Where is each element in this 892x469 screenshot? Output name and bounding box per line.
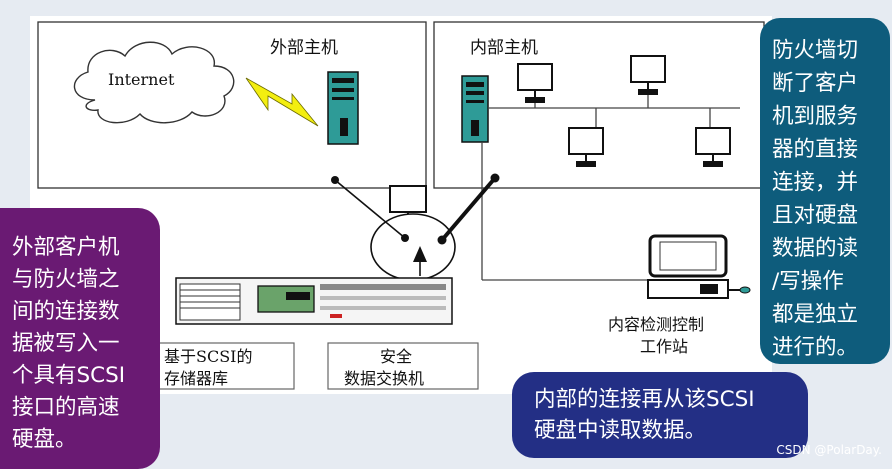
bottom-callout: 内部的连接再从该SCSI 硬盘中读取数据。 [512, 372, 808, 458]
external-link-dot [401, 234, 409, 242]
callout-line: /写操作 [772, 269, 844, 294]
external-link-line [334, 179, 406, 239]
callout-line: 外部客户机 [12, 235, 120, 260]
callout-line: 且对硬盘 [772, 203, 859, 228]
switch-label-box [327, 342, 479, 390]
internal-link-line [440, 176, 497, 242]
callout-line: 数据的读 [772, 236, 859, 261]
workstation-label-line2: 工作站 [640, 337, 688, 356]
callout-line: 间的连接数 [12, 299, 120, 324]
callout-line: 接口的高速 [12, 395, 120, 420]
watermark-credit: CSDN @PolarDay. [776, 443, 882, 457]
callout-line: 防火墙切 [772, 38, 859, 63]
callout-line: 器的直接 [772, 137, 859, 162]
external-server-icon [327, 71, 359, 145]
callout-line: 连接，并 [772, 170, 859, 195]
lightning-bolt-icon [245, 77, 319, 127]
internal-network-lines [481, 94, 740, 281]
external-host-label: 外部主机 [270, 38, 338, 58]
internal-server-icon [461, 75, 489, 143]
internal-link-dot [490, 173, 500, 183]
left-callout: 外部客户机 与防火墙之 间的连接数 据被写入一 个具有SCSI 接口的高速 硬盘… [0, 208, 160, 469]
switch-label-line2: 数据交换机 [344, 369, 424, 388]
internet-label: Internet [108, 70, 175, 89]
client-monitor-icon [695, 127, 731, 167]
callout-line: 机到服务 [772, 104, 859, 129]
switch-ellipse [370, 213, 456, 281]
callout-line: 个具有SCSI [12, 363, 126, 388]
internal-host-label: 内部主机 [470, 38, 538, 58]
callout-line: 硬盘中读取数据。 [534, 418, 707, 443]
client-monitor-icon [568, 127, 604, 167]
client-monitor-icon [630, 55, 666, 95]
callout-line: 与防火墙之 [12, 267, 120, 292]
workstation-label-line1: 内容检测控制 [608, 315, 704, 334]
callout-line: 内部的连接再从该SCSI [534, 387, 755, 412]
workstation-icon [647, 234, 751, 299]
right-callout: 防火墙切 断了客户 机到服务 器的直接 连接，并 且对硬盘 数据的读 /写操作 … [760, 18, 890, 364]
external-zone-box [37, 21, 427, 189]
callout-line: 断了客户 [772, 71, 859, 96]
callout-line: 进行的。 [772, 335, 859, 360]
external-link-dot [331, 176, 339, 184]
storage-label-line2: 存储器库 [164, 369, 228, 388]
switch-label-line1: 安全 [380, 347, 412, 366]
callout-line: 据被写入一 [12, 331, 120, 356]
up-arrow-icon [413, 246, 427, 262]
callout-line: 都是独立 [772, 302, 859, 327]
storage-label-box [157, 342, 295, 390]
internal-link-dot [437, 235, 447, 245]
storage-label-line1: 基于SCSI的 [164, 347, 253, 366]
internet-cloud-icon [73, 41, 235, 124]
storage-rack-icon [175, 277, 453, 325]
callout-line: 硬盘。 [12, 427, 77, 452]
client-monitor-icon [517, 63, 553, 103]
